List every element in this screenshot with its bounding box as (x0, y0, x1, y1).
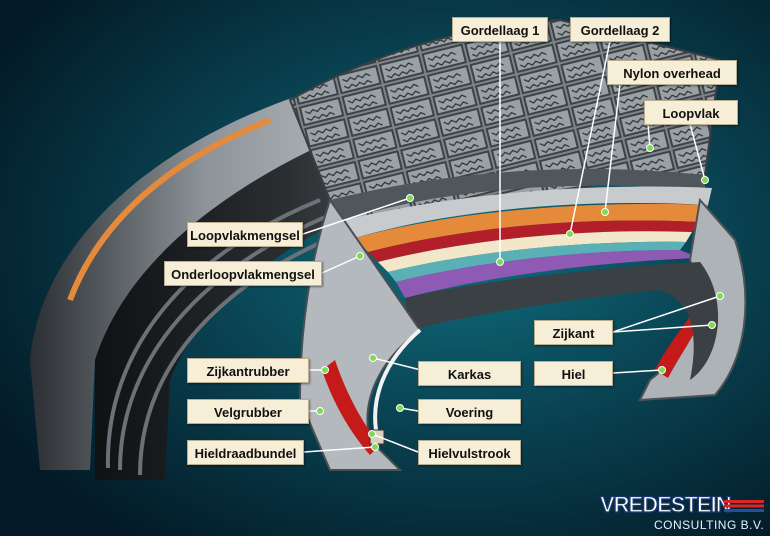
logo-brand: VREDESTEIN (599, 491, 732, 517)
leader-lines (302, 40, 721, 453)
label-loopvlak: Loopvlak (644, 100, 738, 125)
logo-subtitle: CONSULTING B.V. (654, 518, 765, 532)
label-loopvlakmengsel: Loopvlakmengsel (187, 222, 303, 247)
bead-filler-left (322, 360, 380, 455)
label-gordellaag-2: Gordellaag 2 (570, 17, 670, 42)
layer-tread-rubber (345, 186, 712, 238)
label-onderloopvlakmengsel: Onderloopvlakmengsel (164, 261, 322, 286)
vredestein-logo: VREDESTEIN CONSULTING B.V. (599, 491, 766, 534)
label-voering: Voering (418, 399, 521, 424)
layer-belt-teal (388, 241, 686, 282)
logo-stripes-icon (724, 500, 764, 512)
leader-dots (316, 144, 724, 451)
label-hiel: Hiel (534, 361, 613, 386)
carcass-loop (405, 262, 719, 380)
layer-ply-purple (396, 250, 700, 298)
label-nylon-overhead: Nylon overhead (607, 60, 737, 85)
sidewall-orange-layer (67, 117, 272, 302)
label-hieldraadbundel: Hieldraadbundel (187, 440, 304, 465)
label-gordellaag-1: Gordellaag 1 (452, 17, 548, 42)
label-zijkant: Zijkant (534, 320, 613, 345)
inner-liner (373, 328, 422, 441)
layer-belt-orange (355, 203, 708, 252)
label-zijkantrubber: Zijkantrubber (187, 358, 309, 383)
layer-belt-cream (378, 231, 692, 272)
label-velgrubber: Velgrubber (187, 399, 309, 424)
label-karkas: Karkas (418, 361, 521, 386)
layer-belt-red (368, 220, 700, 262)
label-hielvulstrook: Hielvulstrook (418, 440, 521, 465)
tread-edge-shadow (330, 169, 705, 220)
